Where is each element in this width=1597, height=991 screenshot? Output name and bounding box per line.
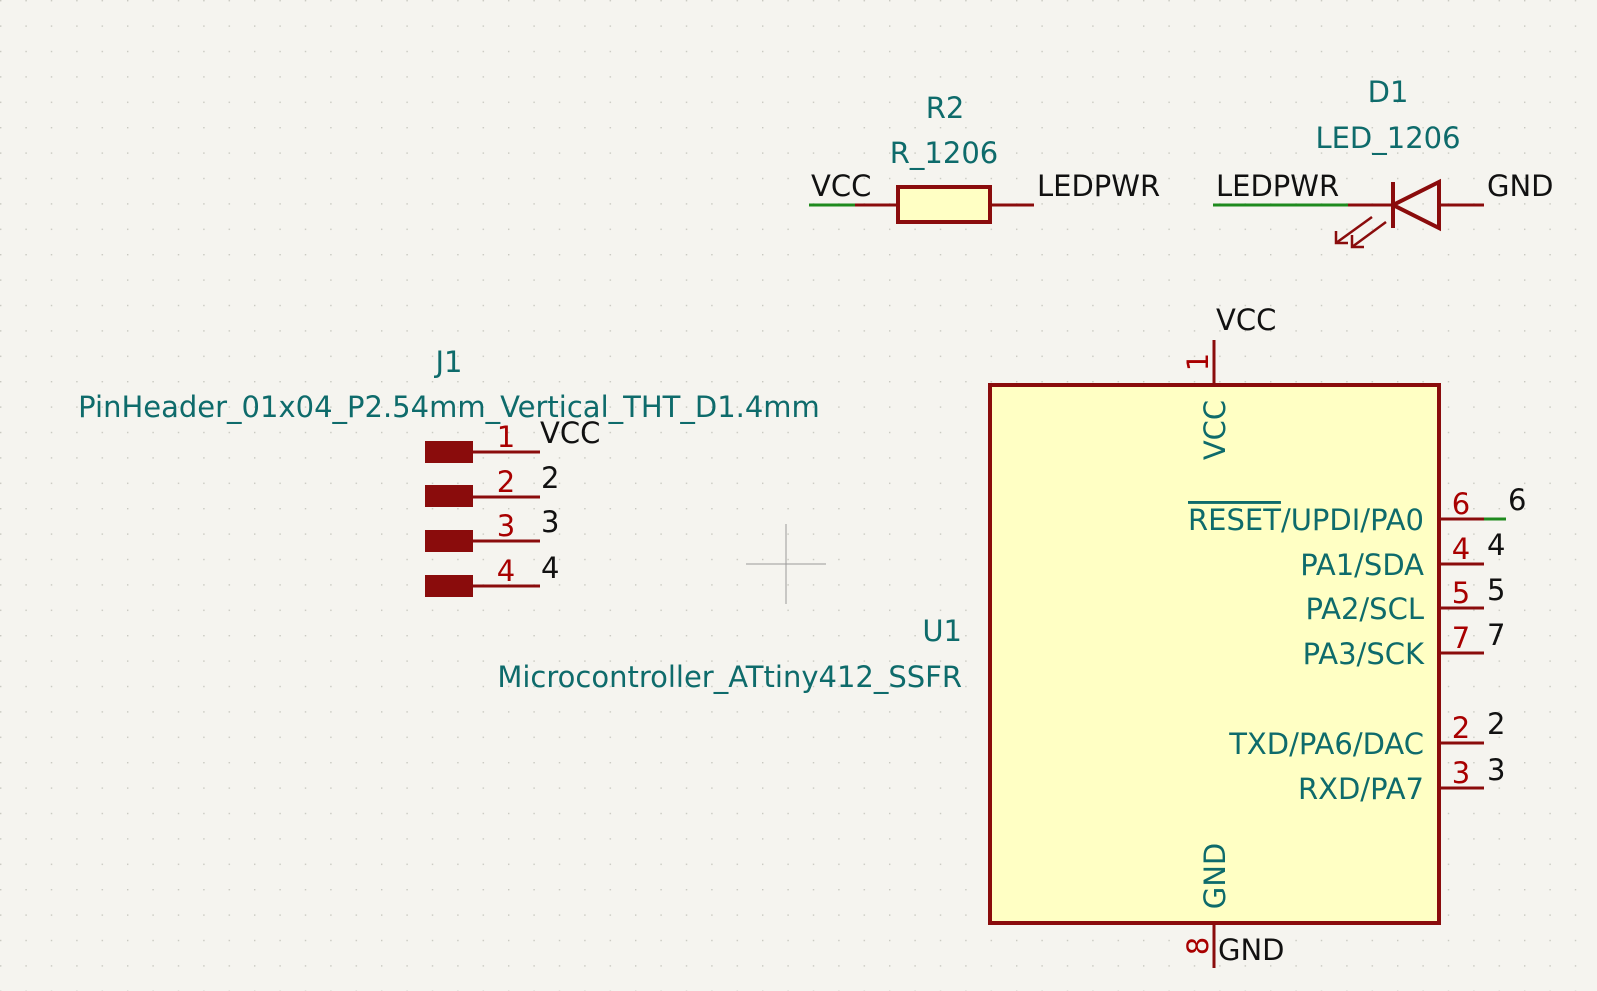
- j1-pin-net: 2: [541, 461, 559, 495]
- u1-vcc-pin-number: 1: [1181, 353, 1215, 371]
- reset-overbar-text: RESET: [1188, 503, 1281, 537]
- j1-reference: J1: [433, 345, 462, 379]
- u1-gnd-pin-number: 8: [1181, 937, 1215, 955]
- u1-pin-number: 3: [1452, 756, 1470, 790]
- u1-pin-txd-pa6-dac[interactable]: TXD/PA6/DAC 2 2: [1228, 707, 1505, 761]
- u1-pin-net: 5: [1487, 573, 1505, 607]
- d1-net-ledpwr: LEDPWR: [1216, 169, 1339, 203]
- u1-pin-name: PA3/SCK: [1303, 637, 1425, 671]
- u1-pin-net: 4: [1487, 528, 1505, 562]
- u1-pin-pa2-scl[interactable]: PA2/SCL 5 5: [1305, 573, 1505, 626]
- u1-pin-number: 5: [1452, 576, 1470, 610]
- j1-pin-number: 2: [497, 465, 515, 499]
- j1-pin-number: 3: [497, 509, 515, 543]
- u1-vcc-pin-name: VCC: [1198, 400, 1232, 460]
- u1-pin-net: 2: [1487, 707, 1505, 741]
- j1-value: PinHeader_01x04_P2.54mm_Vertical_THT_D1.…: [78, 390, 820, 424]
- u1-vcc-net: VCC: [1216, 303, 1276, 337]
- u1-pin-net: 6: [1508, 483, 1526, 517]
- d1-net-gnd: GND: [1487, 169, 1554, 203]
- j1-pin-row[interactable]: 2 2: [425, 461, 559, 507]
- u1-gnd-net: GND: [1218, 933, 1285, 967]
- u1-reference: U1: [922, 614, 962, 648]
- resistor-r2[interactable]: R2 R_1206 VCC LEDPWR: [809, 91, 1160, 224]
- j1-pin-pad: [425, 530, 473, 552]
- r2-net-vcc: VCC: [811, 169, 871, 203]
- u1-pin-reset-updi[interactable]: RESET/UPDI/PA0 6 6: [1188, 483, 1526, 537]
- d1-value: LED_1206: [1315, 121, 1460, 155]
- u1-value: Microcontroller_ATtiny412_SSFR: [497, 660, 962, 694]
- u1-pin-pa1-sda[interactable]: PA1/SDA 4 4: [1300, 528, 1505, 582]
- u1-pin-net: 7: [1487, 618, 1505, 652]
- u1-gnd-pin-name: GND: [1198, 843, 1232, 910]
- u1-pin-number: 4: [1452, 532, 1470, 566]
- j1-pin-pad: [425, 441, 473, 463]
- u1-pin-name: RXD/PA7: [1298, 772, 1424, 806]
- j1-pin-row[interactable]: 4 4: [425, 551, 559, 597]
- u1-pin-name: TXD/PA6/DAC: [1228, 727, 1424, 761]
- d1-reference: D1: [1368, 75, 1409, 109]
- u1-body: [988, 383, 1441, 925]
- j1-pin-net: VCC: [540, 416, 600, 450]
- led-d1[interactable]: D1 LED_1206 LEDPWR GND: [1213, 75, 1554, 249]
- j1-pin-number: 4: [497, 554, 515, 588]
- j1-pin-number: 1: [497, 420, 515, 454]
- led-emission-arrows-icon: [1334, 215, 1387, 249]
- u1-pin-pa3-sck[interactable]: PA3/SCK 7 7: [1303, 618, 1506, 671]
- reset-rest-text: /UPDI/PA0: [1281, 503, 1424, 537]
- u1-pin-number: 7: [1452, 621, 1470, 655]
- u1-pin-name: PA2/SCL: [1305, 592, 1424, 626]
- r2-net-ledpwr: LEDPWR: [1037, 169, 1160, 203]
- u1-pin-number: 6: [1452, 487, 1470, 521]
- j1-pin-pad: [425, 575, 473, 597]
- j1-pin-net: 4: [541, 551, 559, 585]
- r2-reference: R2: [926, 91, 965, 125]
- r2-value: R_1206: [890, 136, 998, 170]
- pin-header-j1[interactable]: J1 PinHeader_01x04_P2.54mm_Vertical_THT_…: [78, 345, 820, 597]
- u1-pin-net: 3: [1487, 753, 1505, 787]
- u1-pin-name: PA1/SDA: [1300, 548, 1424, 582]
- j1-pin-pad: [425, 485, 473, 507]
- microcontroller-u1[interactable]: U1 Microcontroller_ATtiny412_SSFR 1 VCC …: [497, 303, 1526, 968]
- r2-body: [896, 185, 992, 224]
- u1-pin-number: 2: [1452, 711, 1470, 745]
- u1-pin-name: RESET/UPDI/PA0: [1188, 503, 1424, 537]
- j1-pin-row[interactable]: 3 3: [425, 505, 559, 552]
- u1-pin-rxd-pa7[interactable]: RXD/PA7 3 3: [1298, 753, 1506, 806]
- j1-pin-net: 3: [541, 505, 559, 539]
- cursor-crosshair-icon: [746, 524, 826, 604]
- j1-pin-row[interactable]: 1 VCC: [425, 416, 600, 463]
